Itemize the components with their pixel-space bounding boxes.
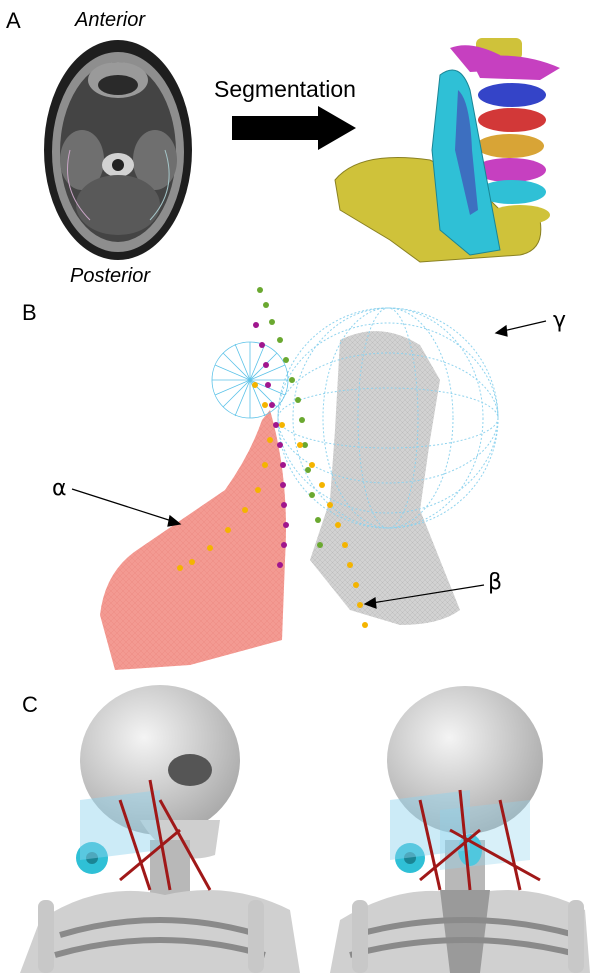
ct-slice-image [44,40,192,260]
small-sphere [212,342,288,418]
skeleton-left [20,685,300,973]
beta-mesh [310,331,460,625]
alpha-mesh [100,410,286,670]
segmentation-arrow [232,106,356,150]
skeleton-right [330,686,590,973]
segmented-model [335,38,560,262]
